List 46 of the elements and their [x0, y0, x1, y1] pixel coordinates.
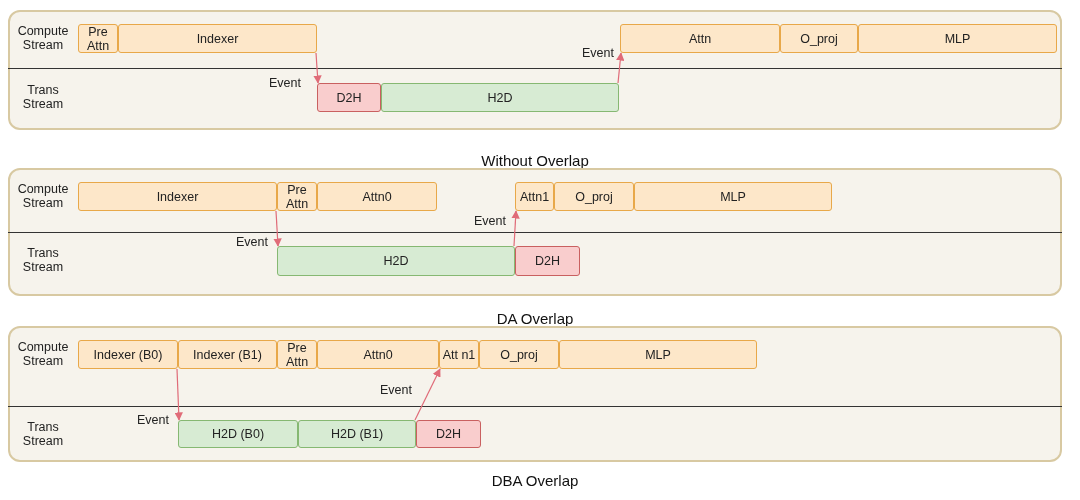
task-block: Indexer (B1) [178, 340, 277, 369]
edge-label: Event [582, 46, 614, 60]
task-block: Indexer [78, 182, 277, 211]
task-block: O_proj [479, 340, 559, 369]
panel-caption: DBA Overlap [490, 472, 580, 489]
panel-caption: Without Overlap [480, 152, 590, 169]
task-block: H2D [277, 246, 515, 276]
edge-label: Event [236, 235, 268, 249]
edge-label: Event [474, 214, 506, 228]
stream-label: Trans Stream [21, 83, 65, 111]
task-block: H2D [381, 83, 619, 112]
arrow [511, 210, 520, 247]
task-block: D2H [317, 83, 381, 112]
arrow [273, 210, 282, 247]
panel-caption: DA Overlap [495, 310, 575, 327]
task-block: Indexer (B0) [78, 340, 178, 369]
task-block: O_proj [554, 182, 634, 211]
task-block: MLP [858, 24, 1057, 53]
task-block: Pre Attn [277, 340, 317, 369]
task-block: Attn [620, 24, 780, 53]
stream-label: Trans Stream [21, 420, 65, 448]
stream-label: Trans Stream [21, 246, 65, 274]
task-block: H2D (B1) [298, 420, 416, 448]
arrow [616, 52, 625, 84]
arrow [313, 52, 322, 84]
task-block: Pre Attn [277, 182, 317, 211]
arrow [414, 368, 441, 421]
task-block: D2H [416, 420, 481, 448]
task-block: D2H [515, 246, 580, 276]
task-block: Attn0 [317, 182, 437, 211]
stream-label: Compute Stream [16, 182, 70, 210]
task-block: Attn1 [515, 182, 554, 211]
task-block: O_proj [780, 24, 858, 53]
arrow [174, 368, 183, 421]
task-block: Pre Attn [78, 24, 118, 53]
task-block: H2D (B0) [178, 420, 298, 448]
task-block: MLP [634, 182, 832, 211]
edge-label: Event [380, 383, 412, 397]
task-block: Att n1 [439, 340, 479, 369]
edge-label: Event [137, 413, 169, 427]
stream-label: Compute Stream [16, 24, 70, 52]
task-block: Indexer [118, 24, 317, 53]
task-block: MLP [559, 340, 757, 369]
task-block: Attn0 [317, 340, 439, 369]
edge-label: Event [269, 76, 301, 90]
stream-label: Compute Stream [16, 340, 70, 368]
